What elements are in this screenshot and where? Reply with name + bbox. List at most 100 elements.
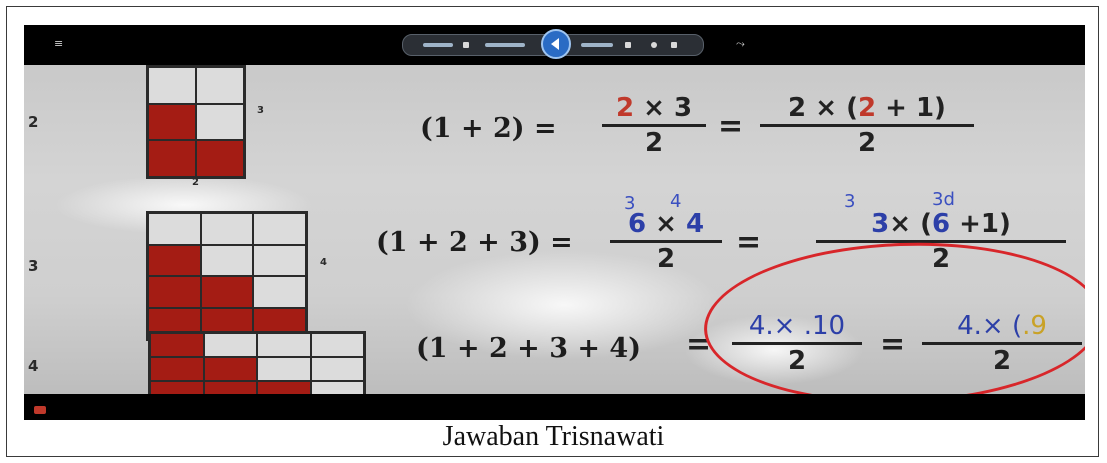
numerator-term: +1 bbox=[959, 209, 999, 239]
paren: ( bbox=[1011, 311, 1023, 341]
denominator: 2 bbox=[656, 244, 676, 274]
fraction-bar bbox=[732, 342, 862, 345]
fraction-bar bbox=[922, 342, 1082, 345]
grid-height-label: 4 bbox=[320, 257, 327, 268]
row-label: 3 bbox=[28, 257, 39, 275]
fraction: 4.× .10 2 bbox=[732, 311, 862, 376]
grid-width-label: 2 bbox=[192, 177, 199, 188]
player-top-bar: ≡ ⤳ bbox=[24, 25, 1085, 65]
fraction: 2 × 3 2 bbox=[602, 93, 706, 158]
whiteboard-photo: 2 3 2 (1 + 2) = 2 × 3 2 = 2 × (2 + 1) 2 … bbox=[24, 65, 1085, 394]
record-icon bbox=[34, 406, 46, 414]
multiply-sign: × bbox=[889, 209, 911, 239]
numerator-term: .9 bbox=[1022, 311, 1047, 341]
stop-icon-2[interactable] bbox=[625, 42, 631, 48]
grid-cell-filled bbox=[148, 244, 201, 276]
equation-lhs: (1 + 2) = bbox=[420, 113, 557, 144]
multiply-sign: .× bbox=[765, 311, 796, 341]
fraction-bar bbox=[816, 240, 1066, 243]
fraction: 6 × 4 2 bbox=[610, 209, 722, 274]
fraction: 2 × (2 + 1) 2 bbox=[760, 93, 974, 158]
fraction-bar bbox=[602, 124, 706, 127]
handwritten-annotation: 3 bbox=[844, 191, 856, 212]
search-icon[interactable] bbox=[651, 42, 657, 48]
paren: ) bbox=[999, 209, 1011, 239]
grid-cell-filled bbox=[200, 276, 254, 308]
paren: ) bbox=[934, 93, 946, 123]
handwritten-annotation: 4 bbox=[670, 191, 682, 212]
fraction: 3× (6 +1) 2 bbox=[816, 209, 1066, 274]
grid-cell bbox=[203, 333, 257, 357]
grid-cell-filled bbox=[150, 357, 204, 381]
numerator-term: 6 bbox=[627, 209, 647, 239]
fraction-bar bbox=[610, 240, 722, 243]
handwritten-annotation: 3 bbox=[624, 193, 636, 214]
grid-cell-filled bbox=[148, 103, 196, 141]
tile-grid-4x5 bbox=[148, 331, 366, 394]
row-label: 2 bbox=[28, 113, 39, 131]
board-smudge bbox=[404, 250, 724, 360]
denominator: 2 bbox=[931, 244, 951, 274]
grid-cell bbox=[257, 357, 311, 381]
grid-cell bbox=[310, 357, 364, 381]
handwritten-annotation: 3d bbox=[932, 189, 955, 210]
multiply-sign: .× bbox=[973, 311, 1004, 341]
grid-cell bbox=[253, 276, 306, 308]
figure-caption: Jawaban Trisnawati bbox=[442, 421, 665, 452]
grid-cell-filled bbox=[148, 276, 201, 308]
grid-cell bbox=[200, 244, 254, 276]
fullscreen-icon[interactable] bbox=[671, 42, 677, 48]
player-bottom-bar bbox=[24, 394, 1085, 420]
numerator-term: 2 bbox=[615, 93, 635, 123]
play-icon[interactable] bbox=[541, 29, 571, 59]
tile-grid-2x3 bbox=[146, 65, 246, 179]
grid-height-label: 3 bbox=[257, 105, 264, 116]
grid-cell bbox=[148, 213, 201, 245]
menu-icon[interactable]: ≡ bbox=[54, 37, 64, 50]
grid-cell bbox=[253, 213, 306, 245]
paren: ( bbox=[920, 209, 932, 239]
player-controls[interactable] bbox=[402, 29, 704, 59]
equals-sign: = bbox=[880, 327, 906, 362]
numerator-term: .10 bbox=[803, 311, 846, 341]
grid-cell-filled bbox=[150, 381, 204, 394]
numerator-term: 2 bbox=[788, 93, 807, 123]
equation-lhs: (1 + 2 + 3) = bbox=[376, 227, 573, 258]
numerator-term: 4 bbox=[748, 311, 766, 341]
equals-sign: = bbox=[736, 225, 762, 260]
equals-sign: = bbox=[686, 327, 712, 362]
grid-cell bbox=[257, 333, 311, 357]
paren: ( bbox=[846, 93, 858, 123]
grid-cell-filled bbox=[196, 140, 244, 177]
volume-icon[interactable] bbox=[485, 43, 525, 47]
grid-cell bbox=[148, 67, 196, 104]
grid-cell-filled bbox=[203, 381, 257, 394]
numerator-term: 2 bbox=[857, 93, 877, 123]
numerator-term: 4 bbox=[957, 311, 974, 341]
row-label: 4 bbox=[28, 357, 39, 375]
multiply-sign: × bbox=[815, 93, 837, 123]
grid-cell bbox=[310, 333, 364, 357]
denominator: 2 bbox=[787, 346, 807, 376]
grid-cell-filled bbox=[257, 381, 311, 394]
forward-icon[interactable] bbox=[581, 43, 613, 47]
equation-lhs: (1 + 2 + 3 + 4) bbox=[416, 333, 641, 364]
grid-cell-filled bbox=[203, 357, 257, 381]
denominator: 2 bbox=[644, 128, 664, 158]
grid-cell bbox=[200, 213, 254, 245]
grid-cell-filled bbox=[150, 333, 204, 357]
stop-icon[interactable] bbox=[463, 42, 469, 48]
rewind-icon[interactable] bbox=[423, 43, 453, 47]
multiply-sign: × bbox=[655, 209, 677, 239]
share-icon[interactable]: ⤳ bbox=[736, 37, 745, 50]
numerator-term: 6 bbox=[931, 209, 951, 239]
fraction: 4.× (.9 2 bbox=[922, 311, 1082, 376]
grid-cell-filled bbox=[148, 140, 196, 177]
grid-cell bbox=[253, 244, 306, 276]
tile-grid-3x4 bbox=[146, 211, 308, 341]
numerator-term: 3 bbox=[673, 93, 693, 123]
numerator-term: + 1 bbox=[885, 93, 935, 123]
grid-cell bbox=[310, 381, 364, 394]
denominator: 2 bbox=[992, 346, 1012, 376]
multiply-sign: × bbox=[643, 93, 665, 123]
